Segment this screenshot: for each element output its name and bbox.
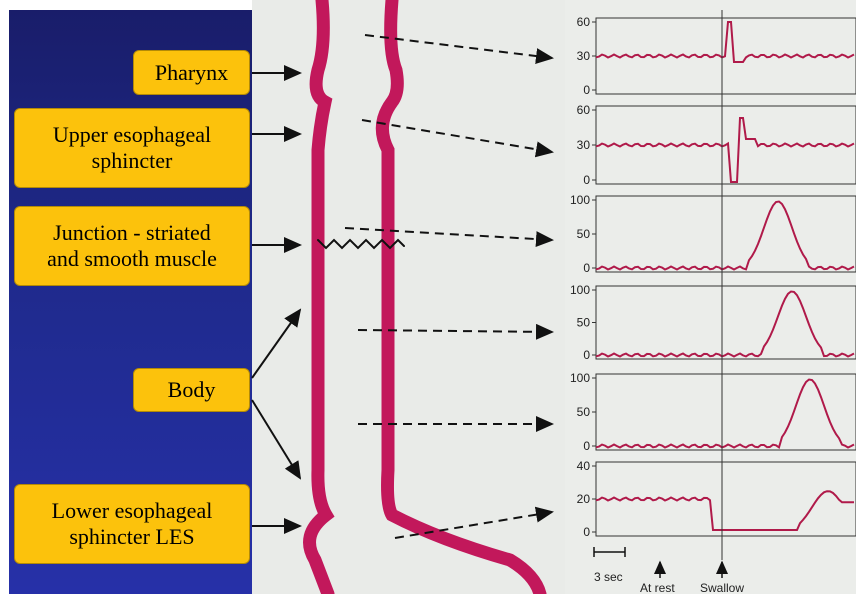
tick-label: 50: [577, 227, 591, 241]
pressure-panel: 100 50 0: [570, 283, 856, 362]
pressure-trace-panels: 60 30 0 60 30 0 100 50 0 100 50 0 100 50 0 40 20 0: [570, 10, 856, 560]
tick-label: 20: [577, 492, 591, 506]
tick-label: 100: [570, 371, 590, 385]
pressure-panel: 60 30 0: [577, 103, 856, 187]
tick-label: 50: [577, 316, 591, 330]
body-label: Body: [133, 368, 250, 412]
right-wall: [375, 0, 547, 594]
tick-label: 0: [583, 173, 590, 187]
tick-label: 60: [577, 103, 591, 117]
body-arrow-up: [251, 308, 302, 379]
pharynx-label: Pharynx: [133, 50, 250, 95]
pressure-panel: 40 20 0: [577, 459, 856, 539]
dashed-arrows: [344, 34, 554, 539]
tick-label: 40: [577, 459, 591, 473]
pressure-trace: [595, 378, 855, 450]
les-text-line2: sphincter LES: [69, 524, 195, 549]
tick-label: 0: [583, 525, 590, 539]
tick-label: 60: [577, 15, 591, 29]
upper-esophageal-sphincter-label: Upper esophageal sphincter: [14, 108, 250, 188]
left-wall: [303, 0, 335, 594]
pressure-panel: 60 30 0: [577, 15, 856, 97]
tick-label: 100: [570, 283, 590, 297]
junction-label: Junction - striated and smooth muscle: [14, 206, 250, 286]
pressure-panel: 100 50 0: [570, 193, 856, 275]
tick-label: 0: [583, 348, 590, 362]
tick-label: 50: [577, 405, 591, 419]
pressure-trace: [595, 490, 854, 531]
tick-label: 0: [583, 83, 590, 97]
pressure-traces-background: [565, 0, 856, 594]
esophagus-diagram-background: [252, 0, 570, 594]
pressure-trace: [595, 200, 855, 271]
les-text-line1: Lower esophageal: [51, 498, 213, 523]
label-arrows: [251, 65, 302, 534]
tick-label: 30: [577, 138, 591, 152]
lower-esophageal-sphincter-label: Lower esophageal sphincter LES: [14, 484, 250, 564]
pharynx-text: Pharynx: [154, 59, 229, 85]
pressure-trace: [595, 117, 855, 183]
junction-text-line2: and smooth muscle: [47, 246, 217, 271]
pressure-trace: [595, 290, 855, 358]
ues-text-line1: Upper esophageal: [52, 122, 212, 147]
at-rest-label: At rest: [640, 581, 675, 594]
swallow-label: Swallow: [700, 581, 744, 594]
striated-smooth-junction-zigzag: [317, 238, 405, 250]
scale-bar-label: 3 sec: [594, 570, 623, 584]
pressure-panel: 100 50 0: [570, 371, 856, 453]
junction-text-line1: Junction - striated: [53, 220, 211, 245]
body-arrow-down: [251, 399, 302, 480]
tick-label: 0: [583, 439, 590, 453]
body-text: Body: [167, 377, 216, 402]
tick-label: 100: [570, 193, 590, 207]
ues-text-line2: sphincter: [91, 148, 173, 173]
tick-label: 30: [577, 49, 591, 63]
esophagus-tube: [303, 0, 547, 594]
pressure-trace: [595, 21, 855, 63]
time-footer: 3 sec At rest Swallow: [593, 547, 744, 594]
tick-label: 0: [583, 261, 590, 275]
